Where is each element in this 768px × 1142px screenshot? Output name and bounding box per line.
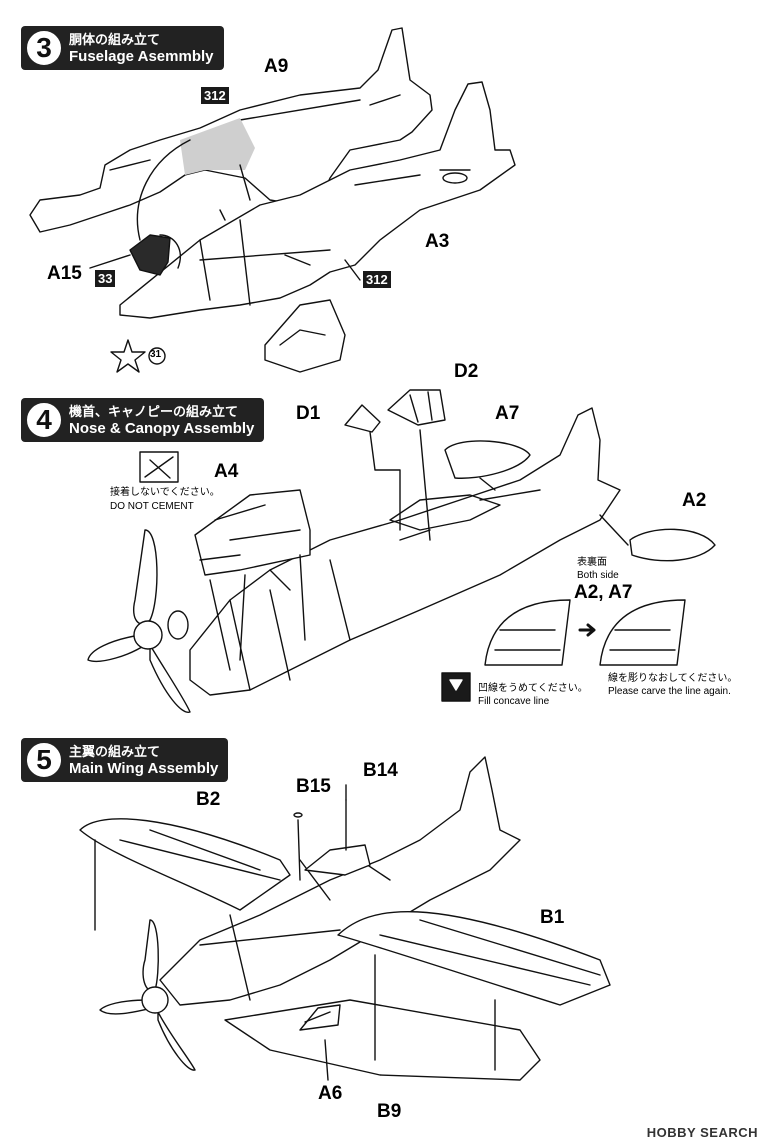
cockpit-floor [264,299,346,373]
step-4-header: 4 機首、キャノピーの組み立て Nose & Canopy Assembly [21,398,265,442]
fuselage-step5 [159,756,521,1006]
step-3-title-en: Fuselage Asemmbly [69,48,214,65]
part-label-b14: B14 [363,760,398,781]
arrow-right [578,623,596,637]
canopy-d1 [344,404,381,433]
part-label-b2: B2 [196,789,221,810]
decal-number-31: 31 [150,349,162,360]
step-3-number: 3 [25,29,63,67]
part-label-d1: D1 [296,403,321,424]
step-5-number: 5 [25,741,63,779]
wing-b2 [79,818,291,911]
step-5-title-en: Main Wing Assembly [69,760,219,777]
wing-b1 [337,910,611,1006]
carve-line-note-jp: 線を彫りなおしてください。 [608,673,738,684]
carve-line-note-en: Please carve the line again. [608,686,731,697]
star-marker [110,339,146,373]
part-label-a3: A3 [425,231,450,252]
stabilizer-a2 [629,528,716,562]
propeller-step4 [133,529,158,625]
part-label-a4: A4 [214,461,239,482]
wing-b9 [224,999,541,1081]
fill-line-note-jp: 凹線をうめてください。 [478,683,588,694]
fuselage-step4 [189,407,621,696]
part-label-a6: A6 [318,1083,343,1104]
part-label-a9: A9 [264,56,289,77]
watermark: HOBBY SEARCH [646,1125,758,1140]
step-4-title-jp: 機首、キャノピーの組み立て [69,404,239,419]
shaded-area [180,118,255,175]
no-cement-note-en: DO NOT CEMENT [110,501,194,512]
canopy-d2 [387,389,446,426]
exhaust-a6 [299,1004,341,1031]
step-3-title-jp: 胴体の組み立て [69,32,161,47]
stabilizer-a7 [444,440,531,479]
part-label-d2: D2 [454,361,479,382]
step-5-title-jp: 主翼の組み立て [69,744,161,759]
detail-panel-before [484,599,571,666]
seat-a15 [129,234,171,276]
part-label-b15: B15 [296,776,331,797]
part-label-a2: A2 [682,490,707,511]
both-side-note-en: Both side [577,570,619,581]
color-code-312-top: 312 [201,87,229,104]
part-label-b1: B1 [540,907,565,928]
part-label-a2-a7: A2, A7 [574,582,633,603]
step-3-header: 3 胴体の組み立て Fuselage Asemmbly [21,26,224,70]
step-5-header: 5 主翼の組み立て Main Wing Assembly [21,738,229,782]
step-4-title-en: Nose & Canopy Assembly [69,420,255,437]
color-code-312-bottom: 312 [363,271,391,288]
detail-panel-after [599,599,686,666]
color-code-33: 33 [95,270,116,287]
part-label-b9: B9 [377,1101,402,1122]
part-label-a15: A15 [47,263,82,284]
step-4-number: 4 [25,401,63,439]
both-side-note-jp: 表裏面 [577,557,607,568]
part-label-a7: A7 [495,403,520,424]
fill-line-note-en: Fill concave line [478,696,550,707]
no-cement-note-jp: 接着しないでください。 [110,487,220,498]
cowling-a4 [194,489,311,576]
